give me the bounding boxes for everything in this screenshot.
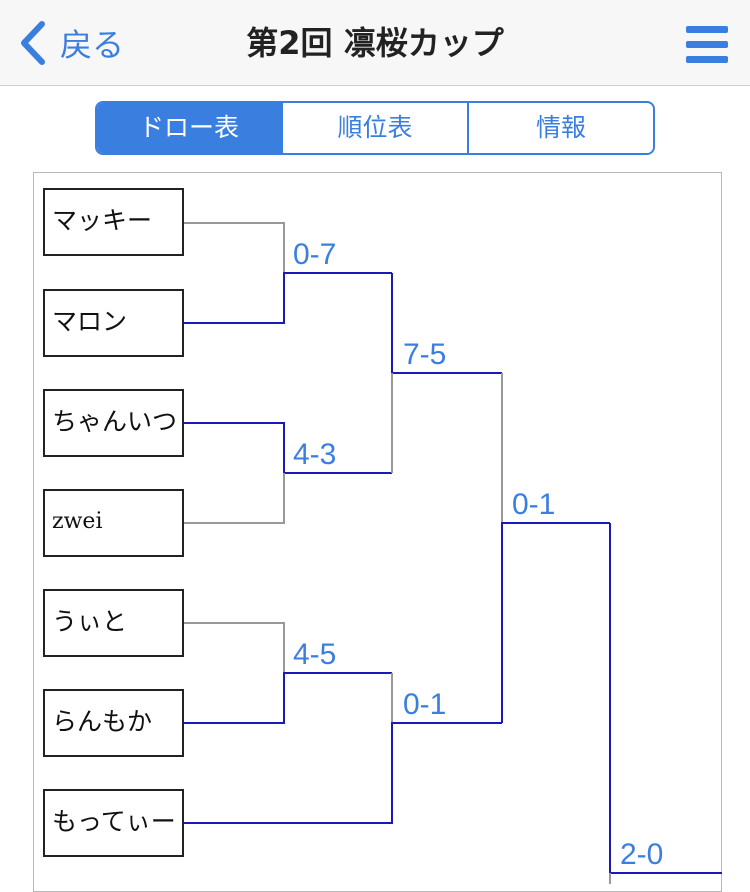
bracket-line-winner (184, 272, 392, 324)
match-score: 0-1 (512, 488, 556, 521)
bracket-line-loser (184, 622, 285, 673)
bracket-line-winner (501, 522, 610, 723)
bracket-line-winner (609, 523, 722, 874)
player-slot[interactable]: らんもか (43, 689, 184, 757)
player-slot[interactable]: zwei (43, 489, 184, 557)
bracket-line-winner (184, 422, 392, 474)
segmented-control: ドロー表 順位表 情報 (95, 101, 655, 155)
page-title: 第2回 凛桜カップ (246, 24, 504, 62)
player-slot[interactable]: マロン (43, 289, 184, 357)
chevron-left-icon (21, 21, 45, 65)
player-slot[interactable]: うぃと (43, 589, 184, 657)
hamburger-menu-icon[interactable] (686, 26, 728, 64)
tab-info[interactable]: 情報 (467, 103, 653, 153)
match-score: 2-0 (620, 838, 664, 871)
back-button[interactable]: 戻る (14, 20, 124, 66)
match-score: 0-7 (293, 238, 337, 271)
bracket-line-winner (184, 672, 392, 724)
match-score: 0-1 (403, 688, 447, 721)
bracket-line-winner (184, 722, 502, 824)
match-score: 7-5 (403, 338, 447, 371)
match-score: 4-3 (293, 438, 337, 471)
player-slot[interactable]: マッキー (43, 188, 184, 256)
tab-draw[interactable]: ドロー表 (97, 103, 281, 153)
bracket-line-loser (184, 473, 285, 524)
bracket-line-loser (184, 222, 285, 273)
tab-standings[interactable]: 順位表 (281, 103, 467, 153)
nav-bar: 戻る 第2回 凛桜カップ (0, 0, 750, 86)
player-slot[interactable]: ちゃんいつ (43, 389, 184, 457)
player-slot[interactable]: もってぃー (43, 789, 184, 857)
back-label: 戻る (60, 26, 125, 64)
match-score: 4-5 (293, 638, 337, 671)
